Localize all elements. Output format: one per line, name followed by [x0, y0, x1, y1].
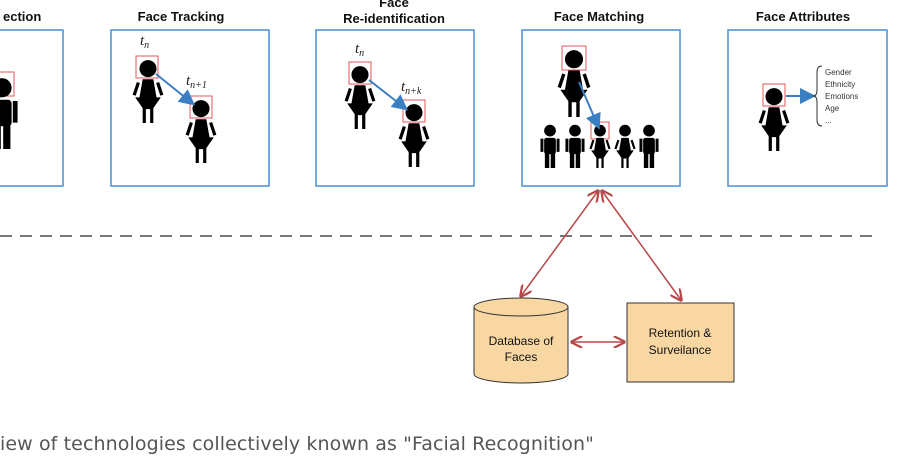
retention-label-line1: Retention &	[649, 326, 712, 340]
retention-box	[626, 302, 735, 383]
attribute-item: Emotions	[825, 92, 858, 101]
matching-database-arrow	[521, 191, 598, 296]
facial-recognition-diagram: ection Face Tracking tn tn+1 Face Re-ide…	[0, 0, 888, 384]
panel-reid-title-line1: Face	[379, 0, 409, 10]
time-label-tnk: tn+k	[401, 79, 422, 97]
panel-matching-title: Face Matching	[554, 9, 644, 24]
panel-matching-frame	[521, 29, 681, 187]
panel-tracking-frame	[110, 29, 270, 187]
panel-attributes: Face Attributes Gender Ethnicity Emotion…	[727, 9, 888, 187]
panel-detection-frame	[0, 29, 64, 187]
retention-surveillance: Retention & Surveilance	[626, 302, 735, 383]
panel-attributes-title: Face Attributes	[756, 9, 850, 24]
face-box	[762, 83, 786, 107]
panel-attributes-frame	[727, 29, 888, 187]
person-icon	[344, 64, 376, 130]
panel-matching: Face Matching	[521, 9, 681, 187]
matching-retention-arrow	[602, 191, 681, 300]
person-icon	[398, 102, 430, 168]
panel-detection: ection	[0, 9, 64, 187]
attribute-item: Ethnicity	[825, 80, 855, 89]
face-box	[189, 95, 213, 119]
attributes-brace	[812, 65, 823, 127]
panel-reid-frame	[315, 29, 475, 187]
database-of-faces: Database of Faces	[473, 297, 569, 384]
time-label-tn: tn	[355, 41, 364, 59]
person-icon	[614, 124, 636, 168]
figure-caption: iew of technologies collectively known a…	[0, 433, 595, 455]
database-label-line1: Database of	[489, 334, 554, 348]
panel-reid: Face Re-identification tn tn+k	[315, 0, 475, 187]
matching-arrow	[578, 81, 601, 130]
database-cylinder-body	[473, 307, 569, 384]
person-icon	[758, 86, 790, 152]
database-cylinder-top	[473, 297, 569, 317]
person-icon	[185, 98, 217, 164]
face-box	[561, 45, 587, 71]
attribute-item: Age	[825, 104, 840, 113]
person-icon	[540, 124, 560, 168]
person-icon	[565, 124, 585, 168]
face-box	[402, 99, 426, 123]
panel-tracking-title: Face Tracking	[138, 9, 225, 24]
face-box	[135, 55, 159, 79]
person-icon	[639, 124, 659, 168]
time-label-tn: tn	[140, 33, 149, 51]
retention-label-line2: Surveilance	[649, 343, 712, 357]
reid-arrow	[368, 79, 409, 111]
attribute-item: ...	[825, 116, 832, 125]
panel-tracking: Face Tracking tn tn+1	[110, 9, 270, 187]
time-label-tn1: tn+1	[186, 73, 207, 91]
panel-reid-title-line2: Re-identification	[343, 11, 445, 26]
panel-detection-title: ection	[3, 9, 41, 24]
person-icon	[0, 78, 18, 149]
tracking-arrow	[155, 73, 196, 106]
person-icon	[589, 124, 611, 168]
attribute-item: Gender	[825, 68, 852, 77]
database-label-line2: Faces	[505, 350, 538, 364]
person-icon	[557, 48, 591, 118]
face-box	[348, 61, 372, 85]
